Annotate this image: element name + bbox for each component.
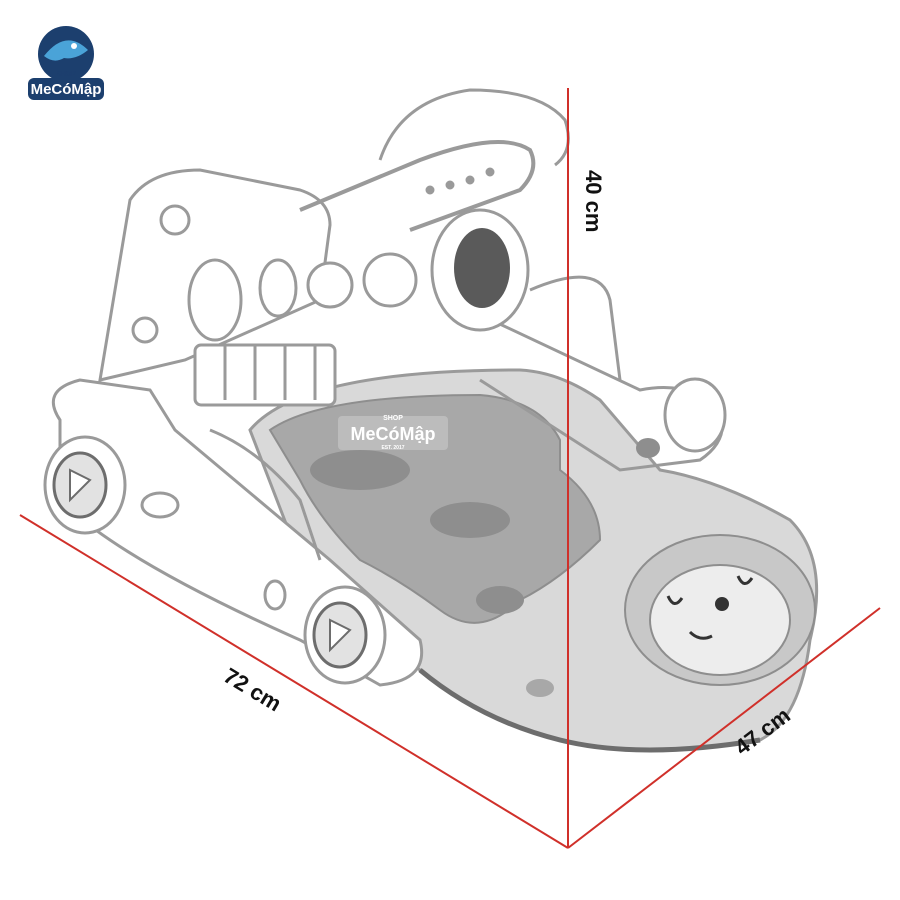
brand-logo: SHOP MeCóMập xyxy=(24,20,108,104)
watermark-name: MeCóMập xyxy=(351,424,436,444)
watermark-shop-word: SHOP xyxy=(383,415,403,422)
play-mat xyxy=(248,368,819,753)
shark-icon xyxy=(44,40,88,61)
dimension-lines xyxy=(19,88,881,849)
logo-name: MeCóMập xyxy=(31,81,102,98)
wheel-front-right xyxy=(303,585,387,685)
watermark-est: EST. 2017 xyxy=(381,445,404,451)
wheel-back-right xyxy=(636,377,727,458)
penguin-face-icon xyxy=(624,534,816,686)
height-label: 40 cm xyxy=(581,170,606,232)
logo-shop-word: SHOP xyxy=(56,71,76,78)
length-dimension-line xyxy=(19,514,569,849)
brand-watermark: SHOP MeCóMập EST. 2017 xyxy=(338,415,448,451)
wheel-front-left xyxy=(43,435,127,535)
width-dimension-line xyxy=(567,607,881,849)
